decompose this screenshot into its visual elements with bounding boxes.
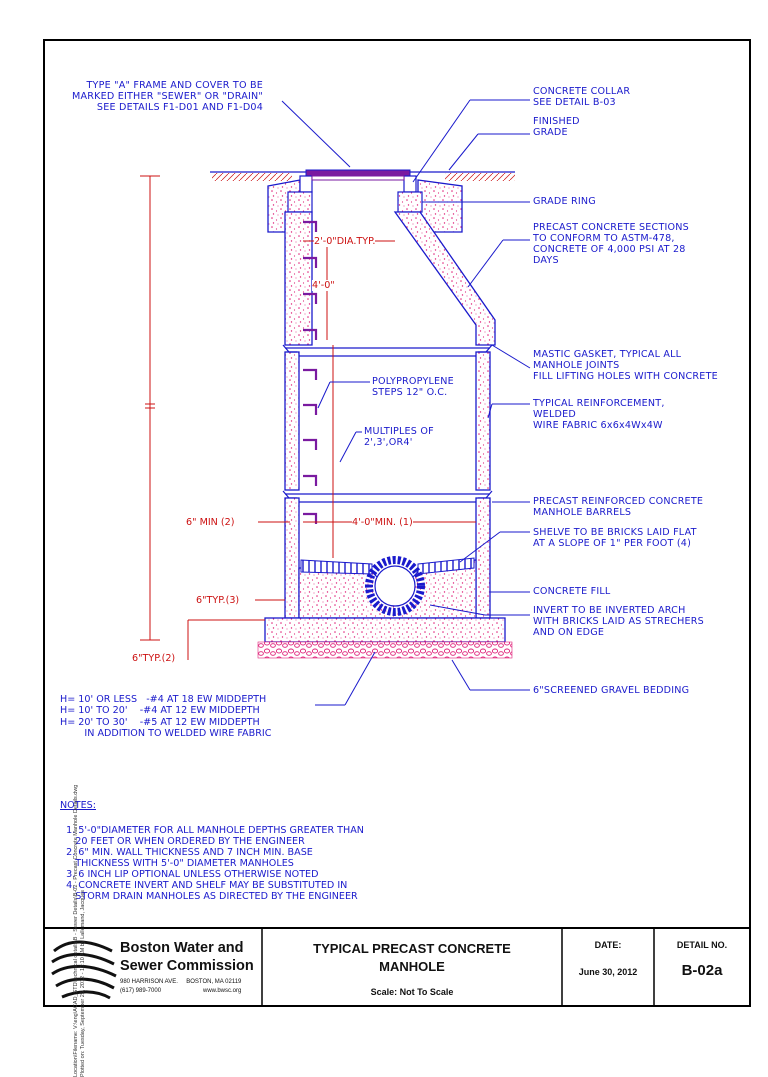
note-line: 4. CONCRETE INVERT AND SHELF MAY BE SUBS… (60, 880, 348, 891)
callout-line: MARKED EITHER "SEWER" OR "DRAIN" (72, 91, 264, 102)
dim-diameter: 2'-0"DIA.TYP. (314, 236, 376, 247)
leader-lines (281, 99, 531, 706)
callout-reinforcement: TYPICAL REINFORCEMENT, WELDED WIRE FABRI… (533, 398, 665, 431)
barrel-section-lower (284, 497, 491, 619)
dim-six-typ2: 6"TYP.(2) (132, 653, 176, 664)
callout-line: PRECAST REINFORCED CONCRETE (533, 496, 704, 507)
callout-line: POLYPROPYLENE (372, 376, 454, 387)
dimension-lines (140, 175, 476, 660)
callout-mastic-gasket: MASTIC GASKET, TYPICAL ALL MANHOLE JOINT… (533, 349, 718, 382)
drawing-title-line2: MANHOLE (379, 959, 445, 974)
callout-line: SHELVE TO BE BRICKS LAID FLAT (533, 527, 697, 538)
callout-concrete-collar: CONCRETE COLLAR SEE DETAIL B-03 (533, 86, 630, 108)
plot-info-line: Plotted on: Tuesday, September 25, 2012 … (80, 889, 86, 1077)
callout-line: FINISHED (533, 116, 580, 127)
manhole-drawing (43, 39, 751, 1007)
dim-four-ft: 4'-0" (312, 280, 335, 291)
callout-line: CONCRETE FILL (533, 586, 611, 597)
callout-line: WIRE FABRIC 6x6x4Wx4W (533, 420, 663, 431)
date-value: June 30, 2012 (578, 967, 638, 977)
rebar-row: H= 20' TO 30' -#5 AT 12 EW MIDDEPTH (60, 716, 260, 728)
dim-six-typ3: 6"TYP.(3) (196, 595, 240, 606)
callout-line: STEPS 12" O.C. (372, 387, 448, 398)
note-line: 3. 6 INCH LIP OPTIONAL UNLESS OTHERWISE … (60, 869, 319, 880)
org-phone: (617) 989-7000 (120, 988, 162, 994)
callout-precast-sections: PRECAST CONCRETE SECTIONS TO CONFORM TO … (533, 222, 689, 266)
callout-line: INVERT TO BE INVERTED ARCH (533, 605, 686, 616)
callout-finished-grade: FINISHED GRADE (533, 116, 580, 138)
frame-and-cover (299, 169, 417, 193)
callout-line: PRECAST CONCRETE SECTIONS (533, 222, 689, 233)
callout-line: DAYS (533, 255, 559, 266)
dim-six-min: 6" MIN (2) (186, 517, 235, 528)
callout-line: 2',3',OR4' (364, 437, 413, 448)
callout-barrels: PRECAST REINFORCED CONCRETE MANHOLE BARR… (533, 496, 703, 518)
callout-line: MULTIPLES OF (364, 426, 434, 437)
file-path-text: Location\Filename: V:\eng\ACAD_STD\techn… (73, 457, 87, 1077)
invert-arch (365, 556, 425, 616)
callout-multiples: MULTIPLES OF 2',3',OR4' (364, 426, 434, 448)
title-block (43, 927, 751, 1007)
grade-ring-left (287, 191, 313, 213)
rebar-row: H= 10' TO 20' -#4 AT 12 EW MIDDEPTH (60, 705, 260, 717)
callout-line: 6"SCREENED GRAVEL BEDDING (533, 685, 690, 696)
note-line: 2. 6" MIN. WALL THICKNESS AND 7 INCH MIN… (60, 847, 313, 858)
org-address: 980 HARRISON AVE. BOSTON, MA 02119 (120, 979, 242, 985)
callout-steps: POLYPROPYLENE STEPS 12" O.C. (372, 376, 454, 398)
callout-shelve: SHELVE TO BE BRICKS LAID FLAT AT A SLOPE… (533, 527, 697, 549)
callout-grade-ring: GRADE RING (533, 196, 596, 207)
org-web: www.bwsc.org (203, 988, 242, 994)
detail-no-value: B-02a (681, 962, 723, 979)
callout-line: TYPICAL REINFORCEMENT, (533, 398, 665, 409)
cone-section (284, 211, 496, 346)
note-line: STORM DRAIN MANHOLES AS DIRECTED BY THE … (60, 891, 358, 902)
callout-line: SEE DETAILS F1-D01 AND F1-D04 (96, 102, 264, 113)
callout-line: WITH BRICKS LAID AS STRECHERS (533, 616, 704, 627)
callout-line: MANHOLE BARRELS (533, 507, 632, 518)
callout-gravel: 6"SCREENED GRAVEL BEDDING (533, 685, 689, 696)
note-line: 1. 5'-0"DIAMETER FOR ALL MANHOLE DEPTHS … (60, 825, 364, 836)
detail-no-label: DETAIL NO. (676, 940, 728, 950)
callout-line: TYPE "A" FRAME AND COVER TO BE (86, 80, 264, 91)
manhole-steps (303, 220, 318, 524)
manhole-joints (282, 344, 493, 503)
callout-line: WELDED (533, 409, 576, 420)
file-path-line: Location\Filename: V:\eng\ACAD_STD\techn… (73, 784, 79, 1077)
callout-line: MANHOLE JOINTS (533, 360, 620, 371)
callout-line: TO CONFORM TO ASTM-478, (533, 233, 675, 244)
concrete-base (264, 617, 506, 643)
callout-frame-cover: TYPE "A" FRAME AND COVER TO BE MARKED EI… (72, 80, 263, 113)
date-label: DATE: (594, 940, 622, 950)
callout-concrete-fill: CONCRETE FILL (533, 586, 610, 597)
gravel-bedding (257, 641, 513, 659)
callout-line: SEE DETAIL B-03 (533, 97, 616, 108)
brick-shelf (300, 557, 475, 575)
drawing-scale: Scale: Not To Scale (370, 987, 454, 997)
note-line: THICKNESS WITH 5'-0" DIAMETER MANHOLES (60, 858, 294, 869)
dim-four-min: 4'-0"MIN. (1) (352, 517, 413, 528)
rebar-row: H= 10' OR LESS -#4 AT 18 EW MIDDEPTH (60, 694, 267, 705)
barrel-section-upper (284, 351, 491, 491)
callout-line: MASTIC GASKET, TYPICAL ALL (533, 349, 682, 360)
rebar-row: IN ADDITION TO WELDED WIRE FABRIC (60, 727, 272, 739)
callout-line: AT A SLOPE OF 1" PER FOOT (4) (533, 538, 692, 549)
callout-line: AND ON EDGE (533, 627, 605, 638)
drawing-title-line1: TYPICAL PRECAST CONCRETE (313, 941, 511, 956)
callout-line: CONCRETE COLLAR (533, 86, 631, 97)
rebar-table: H= 10' OR LESS -#4 AT 18 EW MIDDEPTH H= … (60, 694, 271, 739)
bwsc-logo-icon (51, 940, 117, 1000)
org-name-line2: Sewer Commission (120, 958, 254, 974)
notes-section: NOTES: 1. 5'-0"DIAMETER FOR ALL MANHOLE … (60, 800, 364, 902)
grade-ring (397, 191, 423, 213)
callout-line: GRADE RING (533, 196, 596, 207)
callout-invert: INVERT TO BE INVERTED ARCH WITH BRICKS L… (533, 605, 704, 638)
callout-line: GRADE (533, 127, 568, 138)
callout-line: CONCRETE OF 4,000 PSI AT 28 (533, 244, 686, 255)
notes-heading: NOTES: (60, 800, 96, 811)
note-line: 20 FEET OR WHEN ORDERED BY THE ENGINEER (60, 836, 305, 847)
org-name-line1: Boston Water and (120, 940, 244, 956)
callout-line: FILL LIFTING HOLES WITH CONCRETE (533, 371, 718, 382)
